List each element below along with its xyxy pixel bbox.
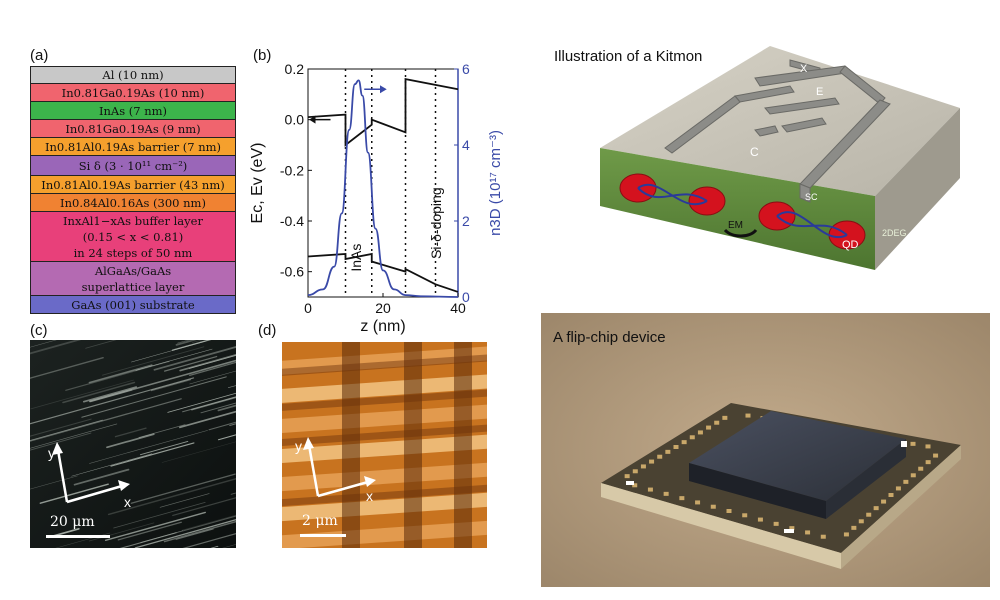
- x-tick-label: 20: [375, 300, 391, 316]
- x-tick-label: 0: [304, 300, 312, 316]
- panel-label-c: (c): [30, 322, 48, 339]
- panel-label-a: (a): [30, 47, 49, 64]
- micrograph-texture: [30, 340, 236, 548]
- layer-label: In0.84Al0.16As (300 nm): [60, 195, 206, 210]
- layer-label: Si δ (3 · 10¹¹ cm⁻²): [78, 158, 188, 173]
- afm-scale-label: 2 μm: [302, 513, 338, 529]
- y-right-tick-label: 0: [462, 289, 470, 305]
- afm-axes-arrows: [303, 437, 376, 498]
- layer-4: In0.81Al0.19As barrier (7 nm): [30, 138, 236, 156]
- y-left-tick-label: 0.2: [285, 61, 305, 77]
- x-tick-label: 40: [450, 300, 466, 316]
- micrograph-y-label: y: [48, 445, 55, 461]
- y-right-tick-label: 6: [462, 61, 470, 77]
- layer-2: InAs (7 nm): [30, 102, 236, 120]
- layer-label: In0.81Ga0.19As (9 nm): [65, 121, 201, 136]
- micrograph-scale-label: 20 μm: [50, 514, 95, 530]
- y-left-tick-label: 0.0: [285, 112, 305, 128]
- x-axis-label: z (nm): [360, 318, 405, 335]
- afm-texture: [282, 342, 487, 548]
- flipchip-illustration: [541, 313, 990, 587]
- panel-label-d: (d): [258, 322, 277, 339]
- kitmon-label-em: EM: [728, 220, 743, 231]
- layer-1: In0.81Ga0.19As (10 nm): [30, 84, 236, 102]
- layer-5: Si δ (3 · 10¹¹ cm⁻²): [30, 156, 236, 176]
- layer-8: InxAl1−xAs buffer layer (0.15 < x < 0.81…: [30, 212, 236, 262]
- y-right-tick-label: 4: [462, 137, 470, 153]
- layer-0: Al (10 nm): [30, 66, 236, 84]
- kitmon-title: Illustration of a Kitmon: [554, 48, 703, 65]
- afm-scale-bar: [300, 534, 346, 537]
- layer-label: In0.81Ga0.19As (10 nm): [61, 85, 205, 100]
- series-line-1: [307, 252, 459, 293]
- micrograph-scale-bar: [46, 535, 110, 538]
- layer-9: AlGaAs/GaAs superlattice layer: [30, 262, 236, 296]
- layer-10: GaAs (001) substrate: [30, 296, 236, 314]
- kitmon-label-2deg: 2DEG: [882, 228, 907, 238]
- series-line-2: [307, 79, 459, 298]
- afm-x-label: x: [366, 488, 373, 504]
- layer-label: InAs (7 nm): [98, 103, 168, 118]
- si-doping-annotation: Si-δ-doping: [428, 187, 444, 259]
- micrograph-axes-arrows: [52, 442, 130, 504]
- kitmon-label-x: X: [800, 63, 808, 75]
- y-left-tick-label: -0.6: [280, 264, 304, 280]
- flipchip-photo: A flip-chip device: [541, 313, 990, 587]
- series-line-0: [307, 78, 459, 147]
- y-right-tick-label: 2: [462, 213, 470, 229]
- kitmon-label-e: E: [816, 86, 823, 98]
- heterostructure-layer-stack: Al (10 nm) In0.81Ga0.19As (10 nm) InAs (7 …: [30, 66, 236, 314]
- layer-label: Al (10 nm): [102, 68, 164, 82]
- kitmon-label-c: C: [750, 145, 759, 159]
- layer-label: In0.81Al0.19As barrier (7 nm): [44, 139, 222, 154]
- layer-label: InxAl1−xAs buffer layer (0.15 < x < 0.81…: [63, 213, 203, 260]
- kitmon-label-sc: SC: [805, 192, 818, 202]
- y-left-tick-label: -0.4: [280, 213, 304, 229]
- inas-annotation: InAs: [348, 244, 364, 272]
- micrograph-x-label: x: [124, 494, 131, 510]
- afm-image: y x 2 μm: [282, 342, 487, 548]
- layer-label: GaAs (001) substrate: [71, 297, 195, 312]
- y-left-tick-label: -0.2: [280, 162, 304, 178]
- afm-y-label: y: [295, 438, 302, 454]
- y-axis-label-left: Ec, Ev (eV): [249, 143, 266, 224]
- micrograph-image: y x 20 μm: [30, 340, 236, 548]
- kitmon-illustration: X E C SC EM 2DEG QD: [600, 46, 960, 270]
- layer-label: AlGaAs/GaAs superlattice layer: [81, 263, 185, 294]
- y-axis-label-right: n3D (10¹⁷ cm⁻³): [487, 130, 504, 236]
- kitmon-label-qd: QD: [842, 239, 859, 251]
- panel-label-b: (b): [253, 47, 272, 64]
- n3d-arrow-head: [380, 85, 387, 94]
- layer-3: In0.81Ga0.19As (9 nm): [30, 120, 236, 138]
- layer-label: In0.81Al0.19As barrier (43 nm): [41, 177, 225, 192]
- ec-arrow-head: [309, 115, 316, 124]
- flipchip-title: A flip-chip device: [553, 329, 666, 346]
- layer-6: In0.81Al0.19As barrier (43 nm): [30, 176, 236, 194]
- layer-7: In0.84Al0.16As (300 nm): [30, 194, 236, 212]
